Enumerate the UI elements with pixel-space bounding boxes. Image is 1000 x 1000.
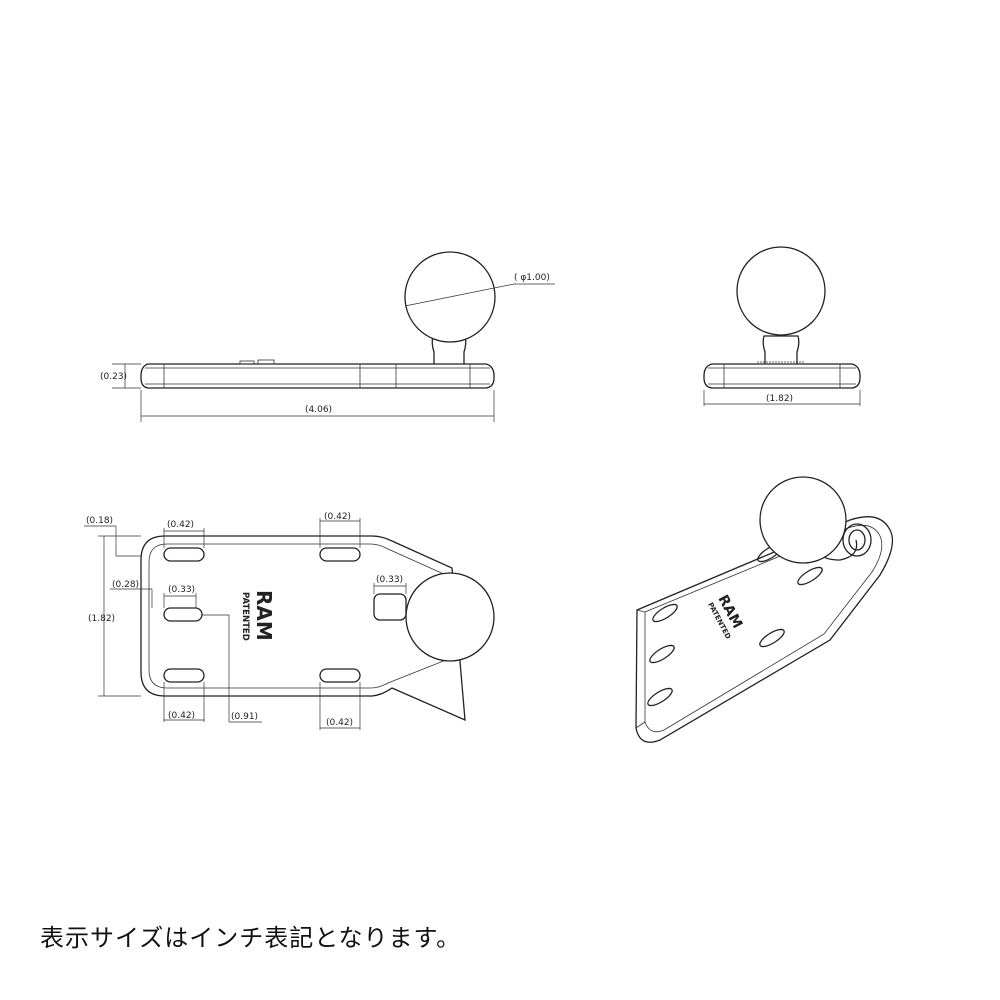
dim-plate-length: (4.06)	[305, 405, 332, 415]
ball-side	[736, 246, 826, 336]
dim-slot-bottom-right: (0.42)	[326, 718, 353, 728]
dim-slot-offset: (0.28)	[112, 580, 139, 590]
dim-plan-width: (1.82)	[88, 614, 115, 624]
dim-plate-thickness: (0.23)	[100, 372, 127, 382]
dim-ball-diameter: ( φ1.00)	[514, 273, 550, 283]
dim-slot-top-left: (0.42)	[167, 520, 194, 530]
dim-top-edge: (0.18)	[86, 516, 113, 526]
dim-mid-offset: (0.91)	[231, 712, 258, 722]
ball-plan	[405, 572, 495, 662]
brand-logo: RAM	[252, 590, 276, 641]
dim-side-width: (1.82)	[766, 394, 793, 404]
caption: 表示サイズはインチ表記となります。	[40, 924, 462, 952]
dim-right-slot-width: (0.33)	[376, 575, 403, 585]
plan-view: RAM PATENTED (0.18) (0.42) (0.42) (0.28)…	[84, 512, 495, 730]
dim-mid-slot-width: (0.33)	[168, 585, 195, 595]
dim-slot-top-right: (0.42)	[324, 512, 351, 522]
patented-mark: PATENTED	[240, 592, 250, 641]
ball-isometric	[759, 476, 847, 564]
isometric-view: RAM PATENTED	[635, 476, 894, 743]
front-view: ( φ1.00) (0.23) (4.06)	[100, 251, 555, 422]
side-view: (1.82)	[703, 246, 861, 406]
dim-slot-bottom-left: (0.42)	[168, 711, 195, 721]
